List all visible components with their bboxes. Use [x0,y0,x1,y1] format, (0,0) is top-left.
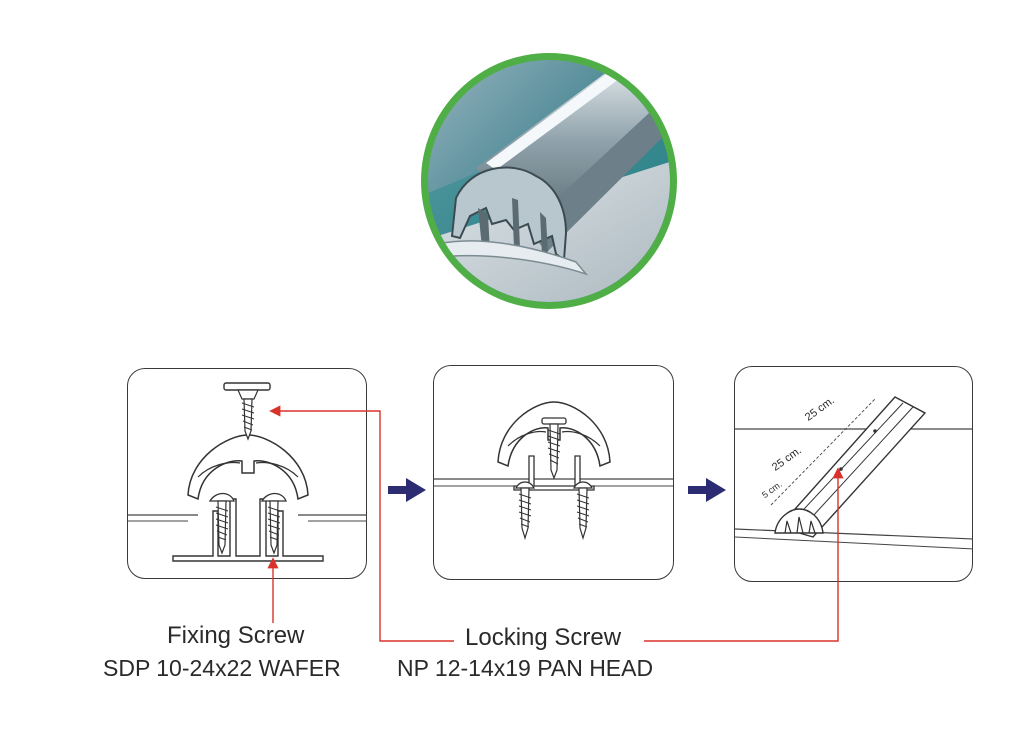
step-arrow-2-icon [688,478,726,502]
panel-installation-step-3 [734,366,973,582]
step-arrow-1-icon [388,478,426,502]
product-photo [416,48,682,314]
fixing-screw-title: Fixing Screw [167,622,305,649]
panel-installation-step-1 [127,368,367,579]
fixing-screw-spec: SDP 10-24x22 WAFER [103,655,341,681]
locking-screw-spec: NP 12-14x19 PAN HEAD [397,655,654,681]
panel-installation-step-2 [433,365,674,580]
locking-screw-title: Locking Screw [465,624,622,651]
